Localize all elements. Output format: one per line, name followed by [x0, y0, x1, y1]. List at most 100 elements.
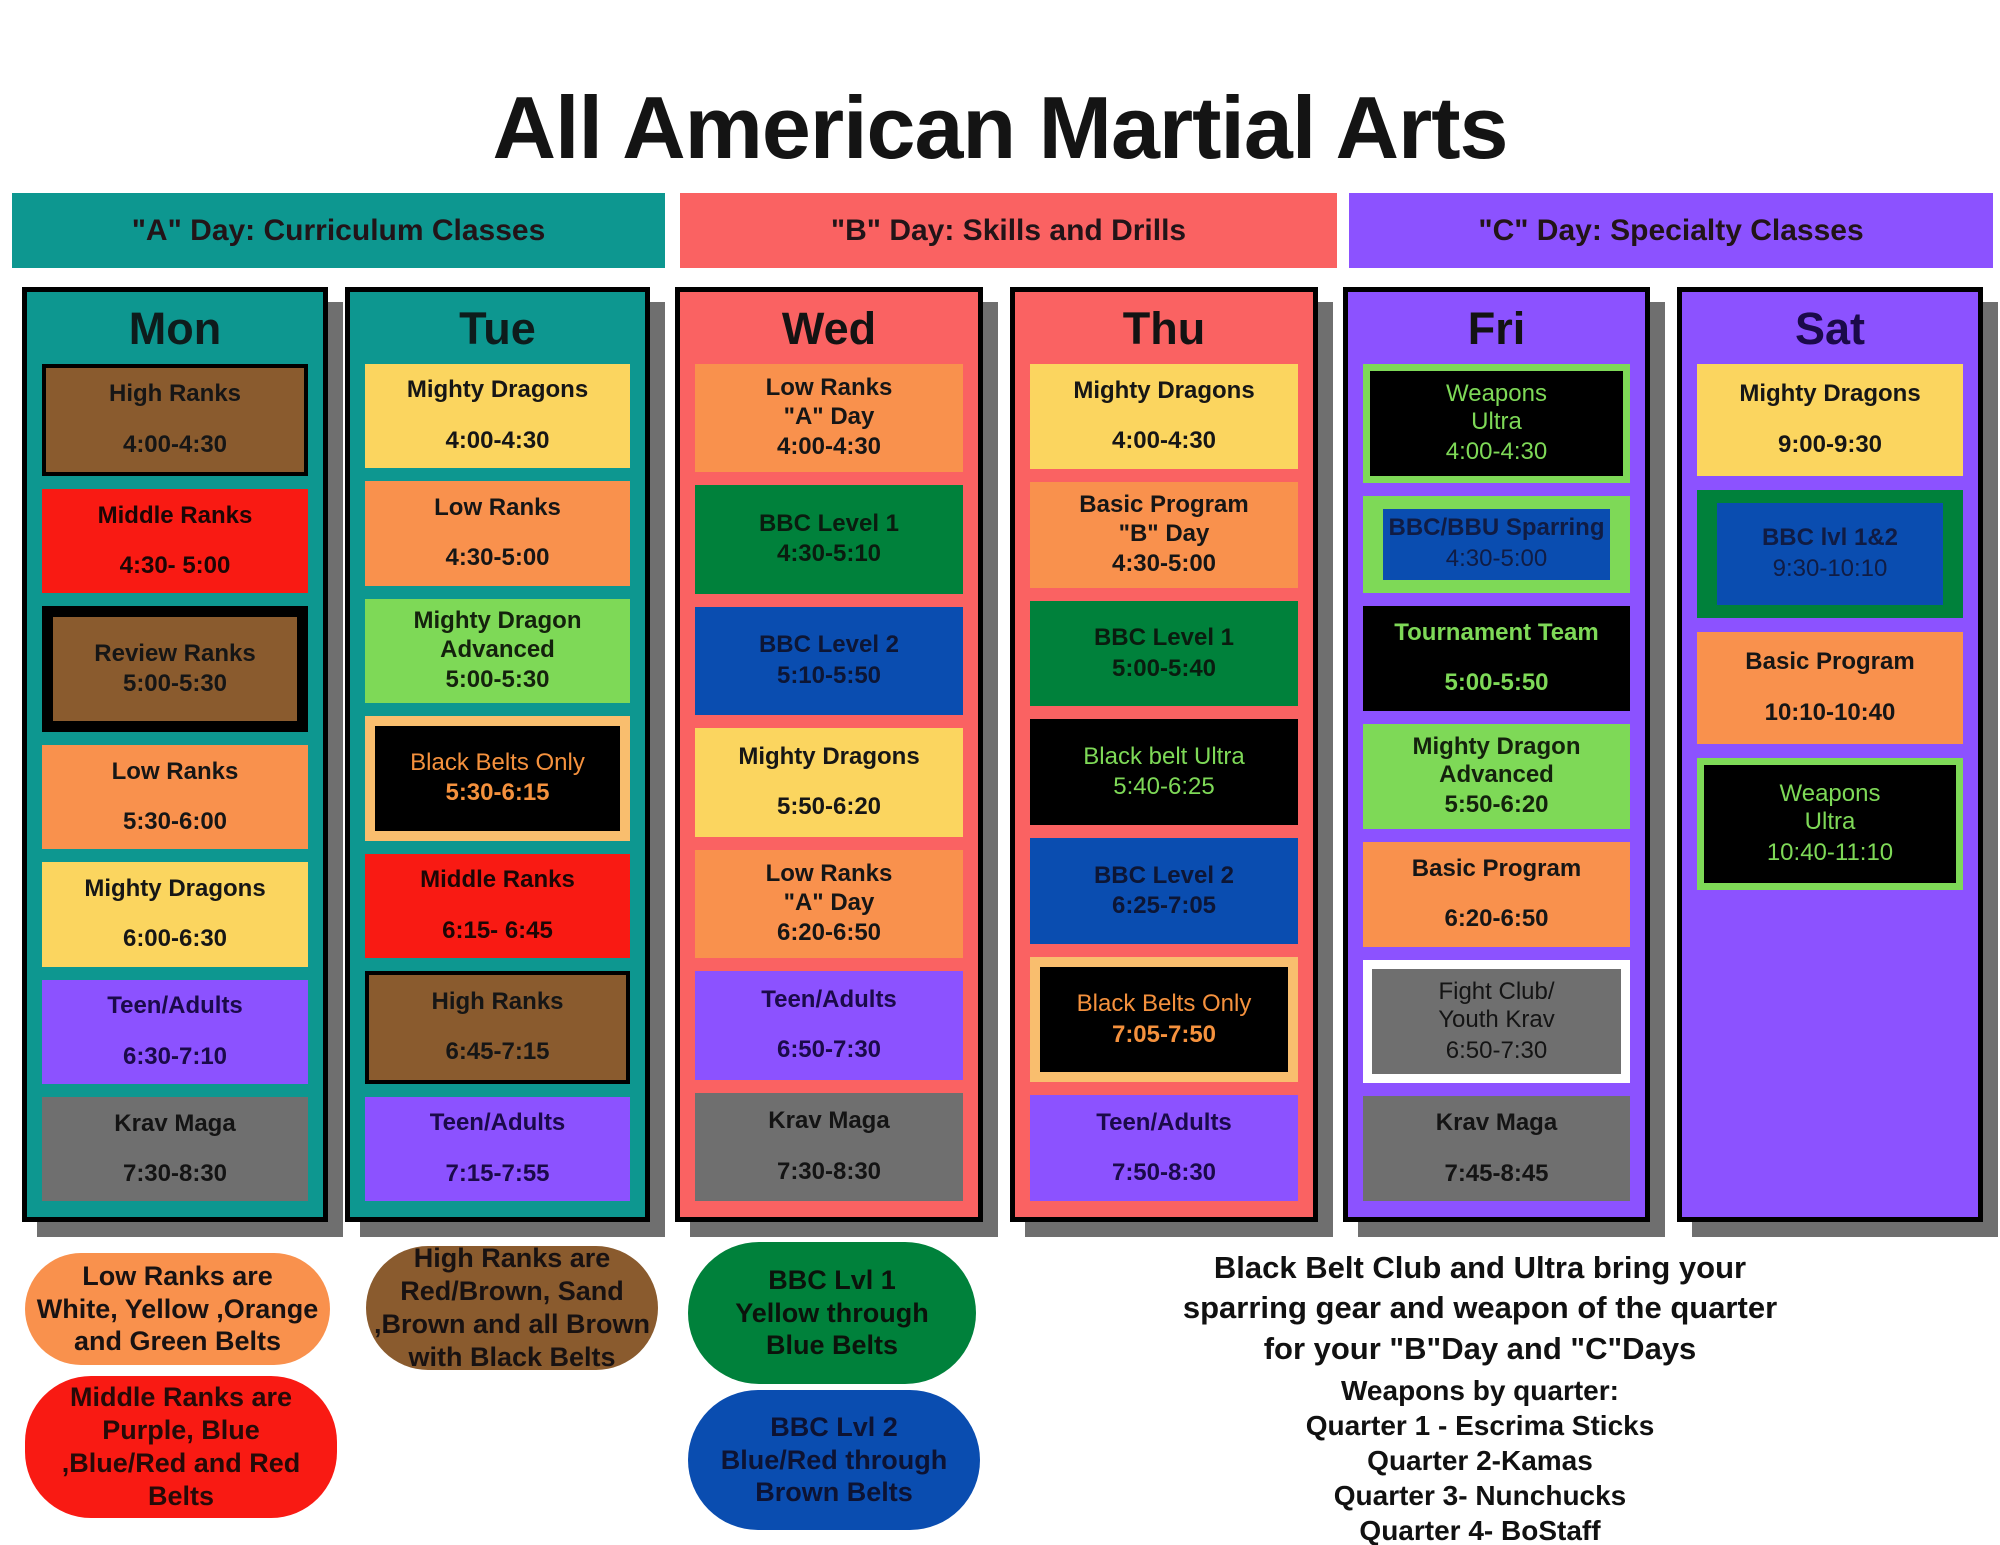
class-name: High Ranks	[431, 987, 564, 1015]
class-name: Black belt Ultra	[1083, 742, 1245, 770]
class-name: BBC Level 2	[758, 631, 900, 659]
legend-pill-low-ranks: Low Ranks are White, Yellow ,Orange and …	[25, 1253, 330, 1365]
class-time: 7:50-8:30	[1111, 1159, 1217, 1187]
class-time: 4:00-4:30	[445, 426, 550, 454]
class-inner-panel: BBC lvl 1&2 9:30-10:10	[1717, 502, 1943, 605]
class-block: Mighty Dragon Advanced 5:00-5:30	[365, 598, 630, 703]
class-name: BBC Level 1	[758, 509, 900, 537]
class-block: Basic Program 10:10-10:40	[1697, 631, 1963, 744]
class-list: High Ranks 4:00-4:30 Middle Ranks 4:30- …	[42, 363, 308, 1202]
class-time: 6:15- 6:45	[442, 916, 553, 944]
day-title: Fri	[1467, 303, 1526, 354]
class-name: Black Belts Only	[1076, 990, 1252, 1018]
class-time: 9:30-10:10	[1772, 554, 1888, 582]
class-name: Tournament Team	[1394, 618, 1599, 646]
class-block: BBC Level 2 6:25-7:05	[1030, 838, 1298, 944]
class-block: Basic Program 6:20-6:50	[1363, 841, 1630, 947]
class-name: Teen/Adults	[1096, 1108, 1232, 1136]
class-name: Krav Maga	[114, 1109, 236, 1137]
class-time: 6:30-7:10	[122, 1042, 228, 1070]
day-column-wed: Wed Low Ranks "A" Day 4:00-4:30 BBC Leve…	[675, 287, 983, 1222]
day-title: Tue	[459, 303, 536, 354]
class-block: Weapons Ultra 4:00-4:30	[1363, 363, 1630, 483]
class-time: 4:30- 5:00	[119, 551, 231, 579]
class-time: 4:30-5:10	[776, 540, 882, 568]
class-time: 6:00-6:30	[122, 925, 228, 953]
class-block: Weapons Ultra 10:40-11:10	[1697, 757, 1963, 890]
class-time: 4:30-5:00	[445, 544, 550, 572]
class-name: Mighty Dragons	[1739, 380, 1921, 408]
class-name: Teen/Adults	[761, 985, 897, 1013]
class-list: Mighty Dragons 4:00-4:30 Low Ranks 4:30-…	[365, 363, 630, 1201]
day-column-tue: Tue Mighty Dragons 4:00-4:30 Low Ranks 4…	[345, 287, 650, 1222]
class-block: Mighty Dragons 6:00-6:30	[42, 862, 308, 967]
class-name: Low Ranks	[434, 493, 561, 521]
class-time: 7:15-7:55	[445, 1159, 550, 1187]
class-name: Middle Ranks	[420, 866, 575, 894]
class-inner-panel: BBC/BBU Sparring 4:30-5:00	[1383, 508, 1610, 580]
day-group-header-a: "A" Day: Curriculum Classes	[12, 193, 665, 268]
class-time: 4:00-4:30	[1111, 427, 1217, 455]
legend-pill-bbc-lvl-2: BBC Lvl 2 Blue/Red through Brown Belts	[688, 1390, 980, 1530]
class-block: Fight Club/ Youth Krav 6:50-7:30	[1363, 959, 1630, 1083]
class-name: Krav Maga	[1435, 1109, 1558, 1137]
class-name: Mighty Dragon Advanced	[1412, 732, 1581, 789]
class-name: Mighty Dragons	[738, 742, 920, 770]
note-weapons-by-quarter: Weapons by quarter: Quarter 1 - Escrima …	[1150, 1372, 1810, 1545]
class-block: Review Ranks 5:00-5:30	[42, 605, 308, 733]
class-name: Low Ranks	[111, 757, 239, 785]
weapons-title: Weapons by quarter:	[1341, 1375, 1619, 1406]
class-name: Weapons Ultra	[1446, 379, 1547, 435]
class-name: Fight Club/ Youth Krav	[1438, 977, 1555, 1034]
class-time: 5:30-6:00	[122, 808, 228, 836]
day-title: Wed	[781, 303, 877, 354]
class-name: Teen/Adults	[429, 1109, 566, 1137]
class-name: BBC lvl 1&2	[1761, 523, 1899, 551]
class-block: Teen/Adults 7:50-8:30	[1030, 1095, 1298, 1201]
class-block: High Ranks 6:45-7:15	[365, 971, 630, 1084]
day-title: Thu	[1122, 303, 1206, 354]
class-list: Mighty Dragons 4:00-4:30 Basic Program "…	[1030, 363, 1298, 1202]
class-block: BBC/BBU Sparring 4:30-5:00	[1363, 495, 1630, 593]
class-block: Mighty Dragons 4:00-4:30	[1030, 363, 1298, 470]
class-name: Mighty Dragons	[406, 376, 589, 404]
class-block: Black belt Ultra 5:40-6:25	[1030, 719, 1298, 826]
class-name: Low Ranks "A" Day	[765, 860, 893, 916]
class-time: 6:20-6:50	[776, 918, 882, 946]
class-name: Mighty Dragon Advanced	[413, 607, 582, 663]
class-time: 5:50-6:20	[1444, 791, 1549, 819]
class-block: Low Ranks 4:30-5:00	[365, 481, 630, 586]
class-name: High Ranks	[108, 380, 242, 408]
day-column-sat: Sat Mighty Dragons 9:00-9:30 BBC lvl 1&2…	[1677, 287, 1983, 1222]
class-block: Middle Ranks 6:15- 6:45	[365, 853, 630, 958]
weapon-quarter-3: Quarter 3- Nunchucks	[1333, 1480, 1627, 1512]
class-block: Teen/Adults 6:50-7:30	[695, 971, 963, 1080]
class-name: Krav Maga	[768, 1107, 890, 1135]
weapon-quarter-2: Quarter 2-Kamas	[1367, 1445, 1593, 1477]
day-column-thu: Thu Mighty Dragons 4:00-4:30 Basic Progr…	[1010, 287, 1318, 1222]
class-name: BBC/BBU Sparring	[1388, 514, 1605, 542]
class-name: Weapons Ultra	[1779, 780, 1881, 836]
class-block: Low Ranks "A" Day 6:20-6:50	[695, 849, 963, 958]
class-time: 6:45-7:15	[445, 1038, 550, 1066]
class-block: BBC Level 2 5:10-5:50	[695, 606, 963, 715]
class-block: Low Ranks "A" Day 4:00-4:30	[695, 363, 963, 472]
class-time: 6:50-7:30	[1445, 1036, 1548, 1064]
class-time: 7:45-8:45	[1444, 1159, 1549, 1187]
class-time: 10:10-10:40	[1764, 698, 1896, 726]
day-title: Sat	[1794, 303, 1866, 354]
class-time: 6:20-6:50	[1444, 905, 1549, 933]
class-time: 5:00-5:30	[122, 670, 228, 698]
class-block: Krav Maga 7:45-8:45	[1363, 1095, 1630, 1202]
class-name: Basic Program "B" Day	[1079, 491, 1249, 547]
class-block: Low Ranks 5:30-6:00	[42, 745, 308, 850]
class-name: Mighty Dragons	[84, 875, 266, 903]
class-time: 4:30-5:00	[1445, 545, 1548, 573]
class-name: Low Ranks "A" Day	[765, 374, 893, 430]
class-time: 4:30-5:00	[1111, 550, 1217, 578]
class-list: Mighty Dragons 9:00-9:30 BBC lvl 1&2 9:3…	[1697, 363, 1963, 1202]
class-name: BBC Level 1	[1093, 624, 1235, 652]
day-title: Mon	[128, 303, 222, 354]
class-block: Krav Maga 7:30-8:30	[695, 1092, 963, 1201]
